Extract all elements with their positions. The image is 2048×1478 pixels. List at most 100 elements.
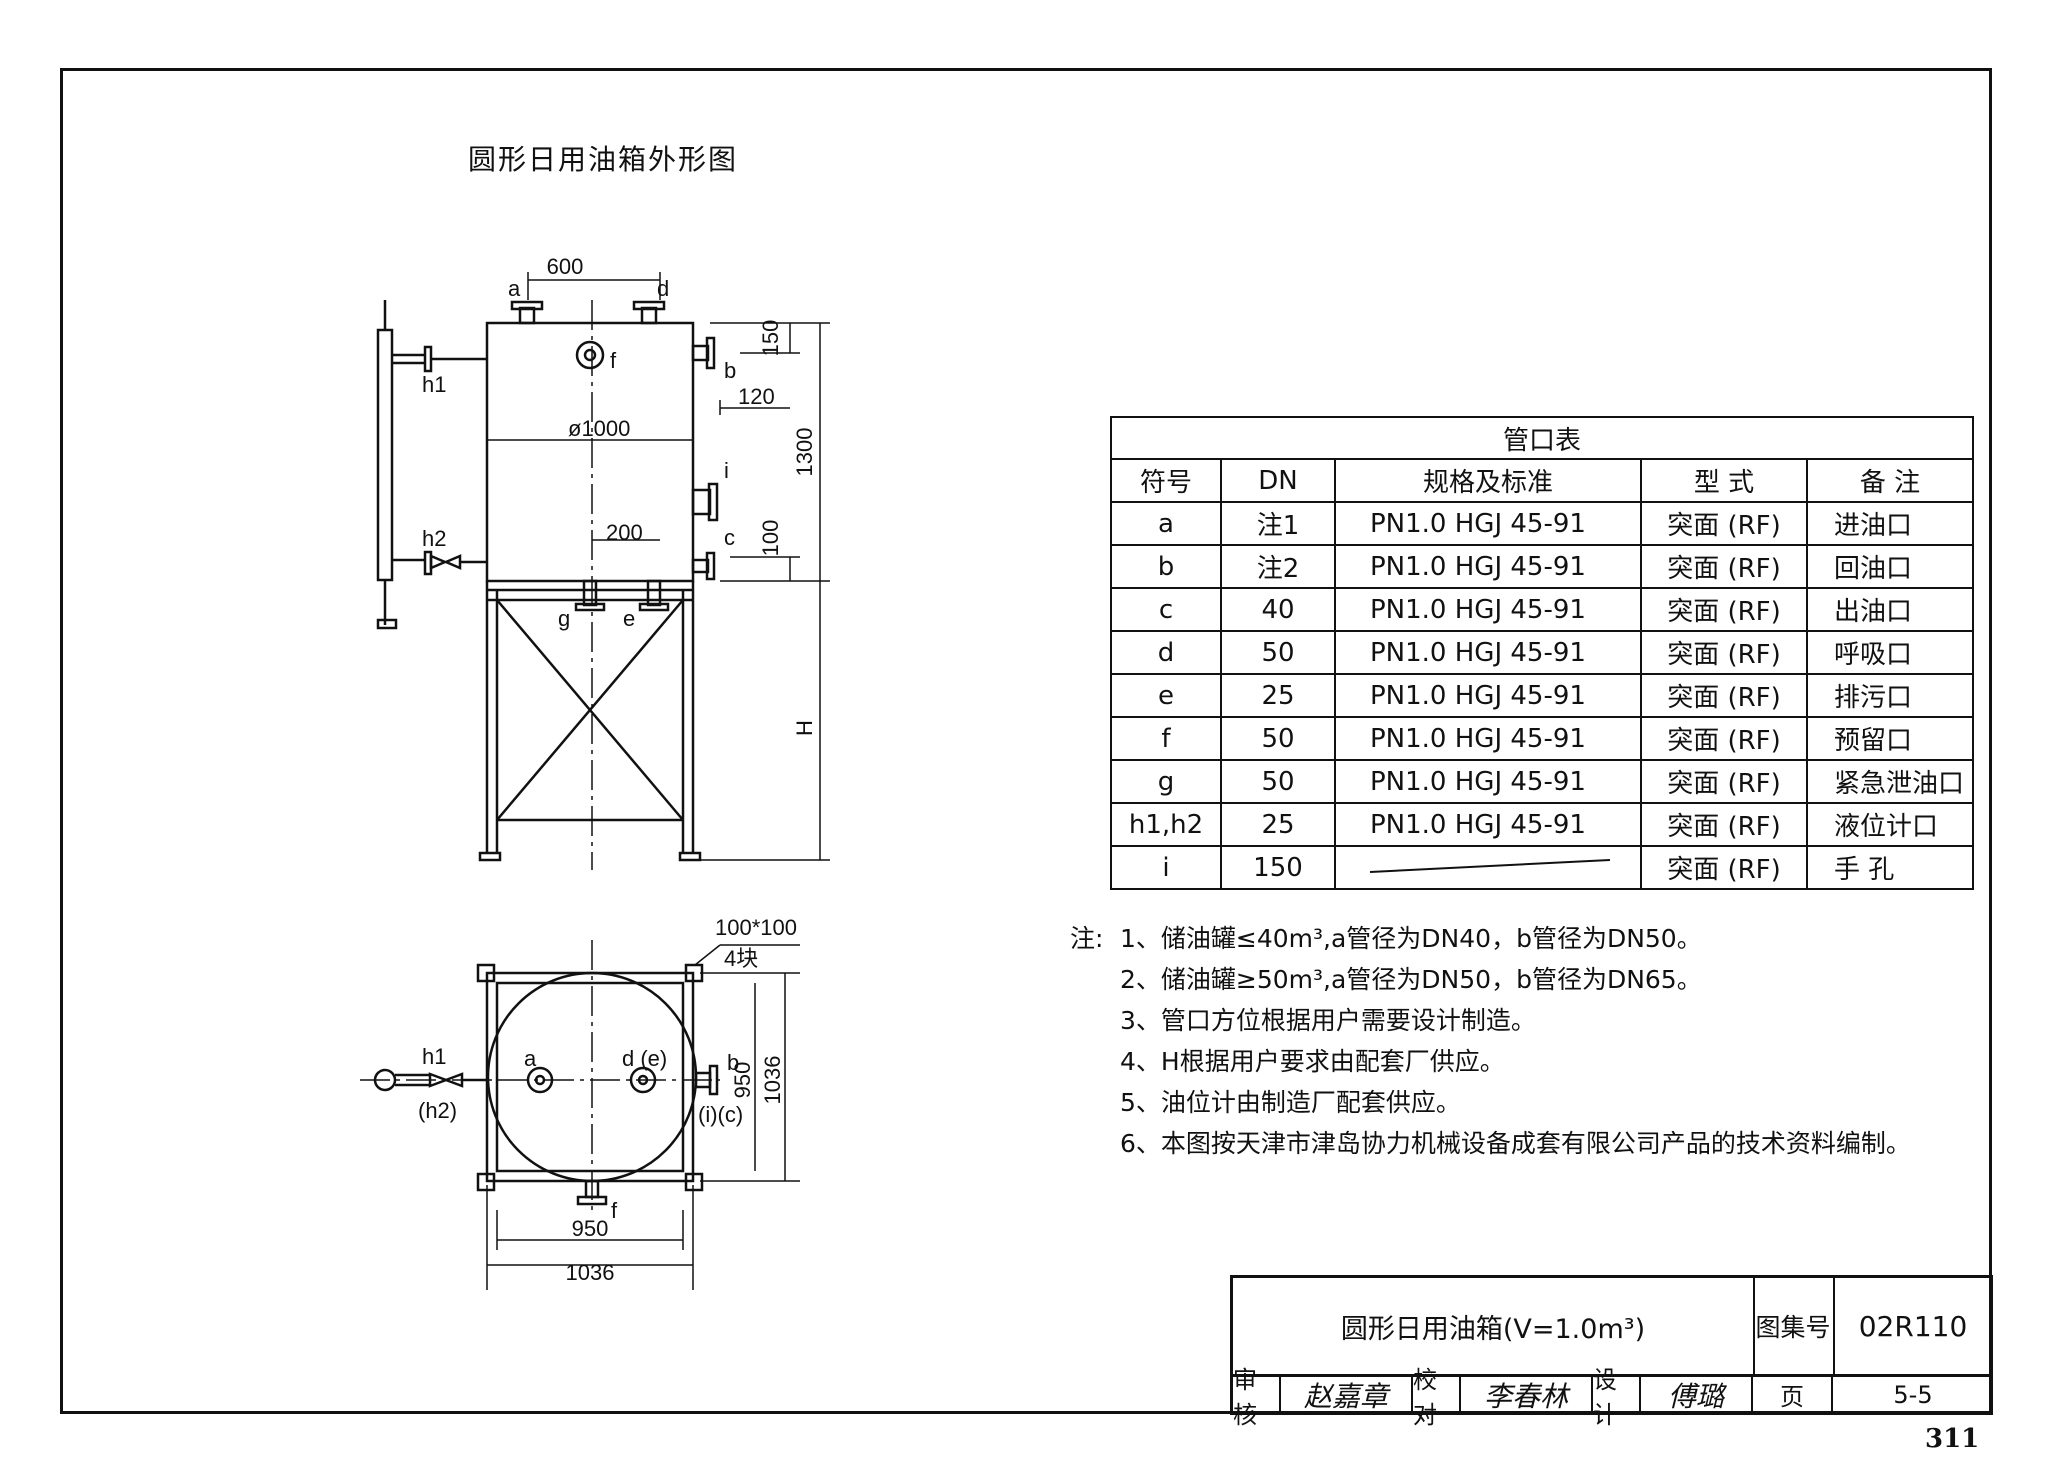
pipe-table-caption: 管口表 xyxy=(1109,416,1975,460)
drawing-title: 圆形日用油箱外形图 xyxy=(468,143,739,176)
cell-dn: 25 xyxy=(1220,802,1336,847)
label-h2: h2 xyxy=(422,526,446,551)
atlas-value: 02R110 xyxy=(1833,1278,1993,1377)
table-row: e 25 PN1.0 HGJ 45-91 突面 (RF) 排污口 xyxy=(1110,673,1975,718)
cell-spec: PN1.0 HGJ 45-91 xyxy=(1334,501,1642,546)
label-b: b xyxy=(724,358,736,383)
cell-type: 突面 (RF) xyxy=(1640,630,1808,675)
review-label: 审核 xyxy=(1233,1366,1281,1429)
header-symbol: 符号 xyxy=(1110,458,1222,503)
cell-symbol: a xyxy=(1110,501,1222,546)
cell-symbol: g xyxy=(1110,759,1222,804)
notes: 注:1、储油罐≤40m³,a管径为DN40，b管径为DN50。 2、储油罐≥50… xyxy=(1070,918,1911,1164)
dim-H: H xyxy=(792,720,817,736)
label-e: e xyxy=(623,606,635,631)
check-signature: 李春林 xyxy=(1483,1379,1568,1413)
dim-600: 600 xyxy=(547,254,584,279)
check-label: 校对 xyxy=(1411,1366,1461,1429)
label-f: f xyxy=(610,348,617,373)
pipe-table: 管口表 符号 DN 规格及标准 型 式 备 注 a 注1 PN1.0 HGJ 4… xyxy=(1109,416,1975,890)
cell-remark: 预留口 xyxy=(1805,716,1975,761)
cell-dn: 50 xyxy=(1220,759,1336,804)
label-i: i xyxy=(724,458,729,483)
cell-dn: 40 xyxy=(1220,587,1336,632)
label-a: a xyxy=(508,276,521,301)
cell-type: 突面 (RF) xyxy=(1640,544,1808,589)
plan-level-gauge xyxy=(373,1068,397,1092)
nozzle-f xyxy=(575,340,605,370)
nozzle-i xyxy=(691,488,712,516)
plan-label-de: d (e) xyxy=(622,1046,667,1071)
header-dn: DN xyxy=(1220,458,1336,503)
page-label: 页 xyxy=(1753,1374,1833,1415)
title-block-name: 圆形日用油箱(V=1.0m³) xyxy=(1233,1278,1755,1377)
page-number: 311 xyxy=(1925,1424,1980,1454)
table-row: g 50 PN1.0 HGJ 45-91 突面 (RF) 紧急泄油口 xyxy=(1110,759,1975,804)
note-item: 1、储油罐≤40m³,a管径为DN40，b管径为DN50。 xyxy=(1120,924,1702,953)
cell-spec: PN1.0 HGJ 45-91 xyxy=(1334,716,1642,761)
cell-symbol: h1,h2 xyxy=(1110,802,1222,847)
label-d: d xyxy=(657,276,669,301)
plan-label-ic: (i)(c) xyxy=(698,1102,743,1127)
nozzle-e xyxy=(646,579,662,607)
cell-dn: 150 xyxy=(1220,845,1336,890)
cell-remark: 进油口 xyxy=(1805,501,1975,546)
header-type: 型 式 xyxy=(1640,458,1808,503)
note-item: 2、储油罐≥50m³,a管径为DN50，b管径为DN65。 xyxy=(1120,965,1702,994)
cell-spec: PN1.0 HGJ 45-91 xyxy=(1334,544,1642,589)
label-c: c xyxy=(724,525,735,550)
cell-type: 突面 (RF) xyxy=(1640,587,1808,632)
plan-label-h1: h1 xyxy=(422,1044,446,1069)
label-h1: h1 xyxy=(422,372,446,397)
cell-remark: 出油口 xyxy=(1805,587,1975,632)
cell-dn: 50 xyxy=(1220,716,1336,761)
cell-dn: 注2 xyxy=(1220,544,1336,589)
page-value: 5-5 xyxy=(1893,1380,1933,1409)
plan-dim-950-right: 950 xyxy=(730,1062,755,1099)
dim-100: 100 xyxy=(758,520,783,557)
plan-dim-950-bottom: 950 xyxy=(572,1216,609,1241)
cell-spec: PN1.0 HGJ 45-91 xyxy=(1334,587,1642,632)
cell-remark: 呼吸口 xyxy=(1805,630,1975,675)
design-signature: 傅璐 xyxy=(1641,1374,1753,1415)
title-block-signatures: 审核 赵嘉章 校对 李春林 设计 傅璐 页 5-5 xyxy=(1233,1366,1993,1429)
plan-label-b: b xyxy=(727,1050,739,1075)
table-row: f 50 PN1.0 HGJ 45-91 突面 (RF) 预留口 xyxy=(1110,716,1975,761)
drawing-frame xyxy=(60,68,1992,1414)
cell-type: 突面 (RF) xyxy=(1640,845,1808,890)
cell-symbol: f xyxy=(1110,716,1222,761)
cell-remark: 液位计口 xyxy=(1805,802,1975,847)
plan-label-a: a xyxy=(524,1046,537,1071)
pipe-table-header: 符号 DN 规格及标准 型 式 备 注 xyxy=(1110,458,1975,503)
table-row: b 注2 PN1.0 HGJ 45-91 突面 (RF) 回油口 xyxy=(1110,544,1975,589)
note-item: 5、油位计由制造厂配套供应。 xyxy=(1120,1088,1461,1117)
nozzle-g xyxy=(582,579,598,607)
review-signature: 赵嘉章 xyxy=(1303,1379,1388,1413)
table-row: i 150 突面 (RF) 手 孔 xyxy=(1110,845,1975,890)
table-row: d 50 PN1.0 HGJ 45-91 突面 (RF) 呼吸口 xyxy=(1110,630,1975,675)
cell-dn: 25 xyxy=(1220,673,1336,718)
note-item: 6、本图按天津市津岛协力机械设备成套有限公司产品的技术资料编制。 xyxy=(1120,1129,1911,1158)
dim-diameter: ø1000 xyxy=(568,416,630,441)
header-remark: 备 注 xyxy=(1805,458,1975,503)
plan-label-h2: (h2) xyxy=(418,1098,457,1123)
table-row: h1,h2 25 PN1.0 HGJ 45-91 突面 (RF) 液位计口 xyxy=(1110,802,1975,847)
plan-dim-1036-bottom: 1036 xyxy=(566,1260,615,1285)
dim-120: 120 xyxy=(738,384,775,409)
cell-remark: 排污口 xyxy=(1805,673,1975,718)
atlas-label: 图集号 xyxy=(1753,1278,1835,1377)
cell-symbol: e xyxy=(1110,673,1222,718)
cell-spec-empty xyxy=(1334,845,1642,890)
diagonal-strike xyxy=(1369,858,1611,873)
plan-nozzle-d xyxy=(629,1066,657,1094)
cell-dn: 50 xyxy=(1220,630,1336,675)
cell-type: 突面 (RF) xyxy=(1640,673,1808,718)
dim-200: 200 xyxy=(606,520,643,545)
cell-type: 突面 (RF) xyxy=(1640,716,1808,761)
title-block: 圆形日用油箱(V=1.0m³) 图集号 02R110 审核 赵嘉章 校对 李春林… xyxy=(1230,1275,1993,1429)
table-row: c 40 PN1.0 HGJ 45-91 突面 (RF) 出油口 xyxy=(1110,587,1975,632)
cell-remark: 手 孔 xyxy=(1805,845,1975,890)
cell-symbol: c xyxy=(1110,587,1222,632)
plan-label-f: f xyxy=(611,1198,618,1223)
